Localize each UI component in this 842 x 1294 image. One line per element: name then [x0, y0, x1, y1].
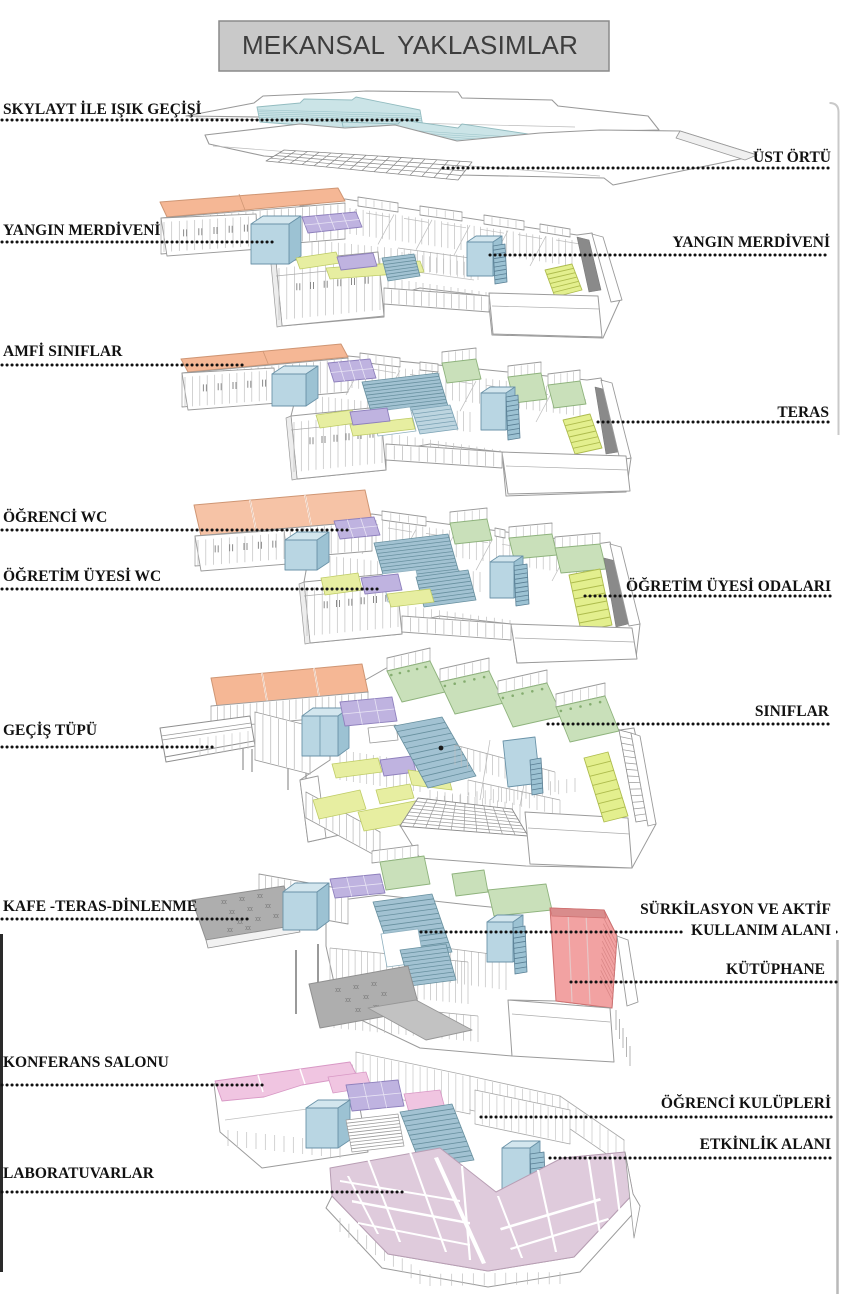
svg-text:SINIFLAR: SINIFLAR	[755, 703, 830, 720]
svg-text:YANGIN MERDİVENİ: YANGIN MERDİVENİ	[673, 234, 830, 251]
svg-text:GEÇİŞ TÜPÜ: GEÇİŞ TÜPÜ	[3, 722, 97, 739]
svg-text:MEKANSAL YAKLASIMLAR: MEKANSAL YAKLASIMLAR	[242, 30, 578, 60]
svg-text:KAFE -TERAS-DİNLENME: KAFE -TERAS-DİNLENME	[3, 898, 197, 915]
svg-text:KÜTÜPHANE: KÜTÜPHANE	[726, 961, 825, 978]
svg-text:ETKİNLİK ALANI: ETKİNLİK ALANI	[700, 1136, 831, 1153]
svg-text:KONFERANS SALONU: KONFERANS SALONU	[3, 1054, 169, 1071]
svg-text:LABORATUVARLAR: LABORATUVARLAR	[3, 1165, 155, 1182]
svg-text:SÜRKİLASYON VE AKTİF: SÜRKİLASYON VE AKTİF	[640, 901, 831, 918]
svg-text:ÖĞRENCİ KULÜPLERİ: ÖĞRENCİ KULÜPLERİ	[661, 1095, 831, 1112]
svg-text:TERAS: TERAS	[777, 404, 829, 421]
svg-text:ÖĞRENCİ WC: ÖĞRENCİ WC	[3, 509, 107, 526]
svg-text:AMFİ SINIFLAR: AMFİ SINIFLAR	[3, 343, 123, 360]
svg-text:SKYLAYT İLE IŞIK GEÇİŞİ: SKYLAYT İLE IŞIK GEÇİŞİ	[3, 101, 202, 118]
svg-text:ÜST ÖRTÜ: ÜST ÖRTÜ	[753, 149, 831, 166]
svg-text:KULLANIM ALANI: KULLANIM ALANI	[691, 922, 831, 939]
svg-text:YANGIN MERDİVENİ: YANGIN MERDİVENİ	[3, 222, 160, 239]
svg-text:ÖĞRETİM ÜYESİ ODALARI: ÖĞRETİM ÜYESİ ODALARI	[626, 578, 831, 595]
svg-text:ÖĞRETİM ÜYESİ WC: ÖĞRETİM ÜYESİ WC	[3, 568, 161, 585]
